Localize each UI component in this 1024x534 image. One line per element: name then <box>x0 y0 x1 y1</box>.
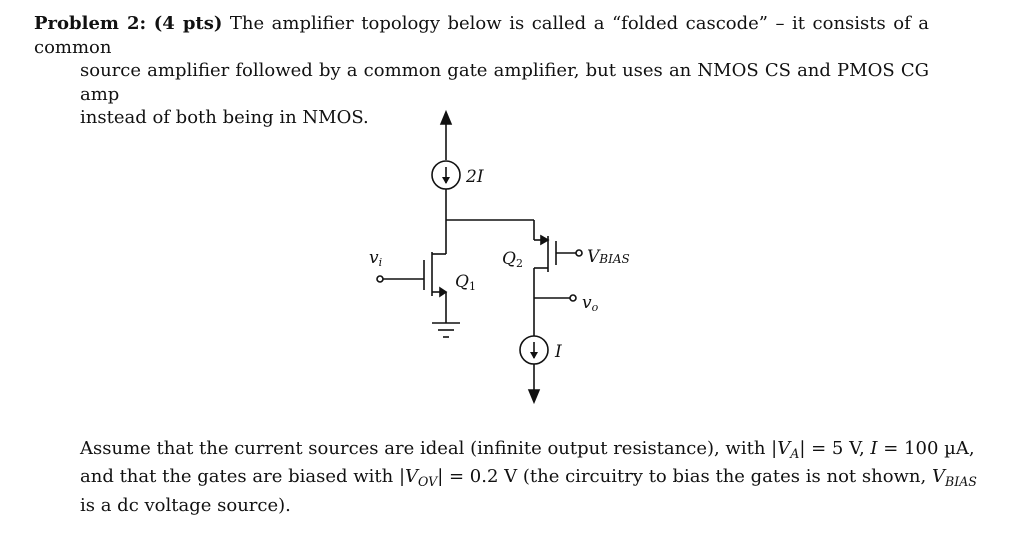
label-q2: Q2 <box>502 249 523 270</box>
problem-line-1: Problem 2: (4 pts) The amplifier topolog… <box>34 12 929 59</box>
vi-terminal <box>376 275 384 283</box>
label-vi: vi <box>369 248 382 269</box>
vo-terminal <box>569 294 577 302</box>
supply-arrow-bottom <box>527 389 541 405</box>
problem-label: Problem 2: <box>34 13 147 34</box>
q1-source-arrow <box>439 286 448 298</box>
label-2i: 2I <box>465 167 484 187</box>
label-i: I <box>554 342 562 362</box>
label-q1: Q1 <box>455 272 476 293</box>
vbias-terminal <box>575 249 583 257</box>
assumptions-paragraph: Assume that the current sources are idea… <box>80 437 977 517</box>
supply-arrow-top <box>439 109 453 125</box>
problem-line-2: source amplifier followed by a common ga… <box>80 60 929 105</box>
assumptions-line-1: Assume that the current sources are idea… <box>80 438 975 461</box>
problem-line-3: instead of both being in NMOS. <box>80 107 369 128</box>
label-vo: vo <box>582 293 599 314</box>
problem-line-1-text: The amplifier topology below is called a… <box>34 13 929 58</box>
q2-source-arrow <box>540 234 550 246</box>
assumptions-line-2: and that the gates are biased with |VOV|… <box>80 466 977 490</box>
problem-points: (4 pts) <box>153 13 223 34</box>
problem-statement: Problem 2: (4 pts) The amplifier topolog… <box>34 12 929 130</box>
label-vbias: VBIAS <box>587 247 630 267</box>
assumptions-line-3: is a dc voltage source). <box>80 494 291 516</box>
